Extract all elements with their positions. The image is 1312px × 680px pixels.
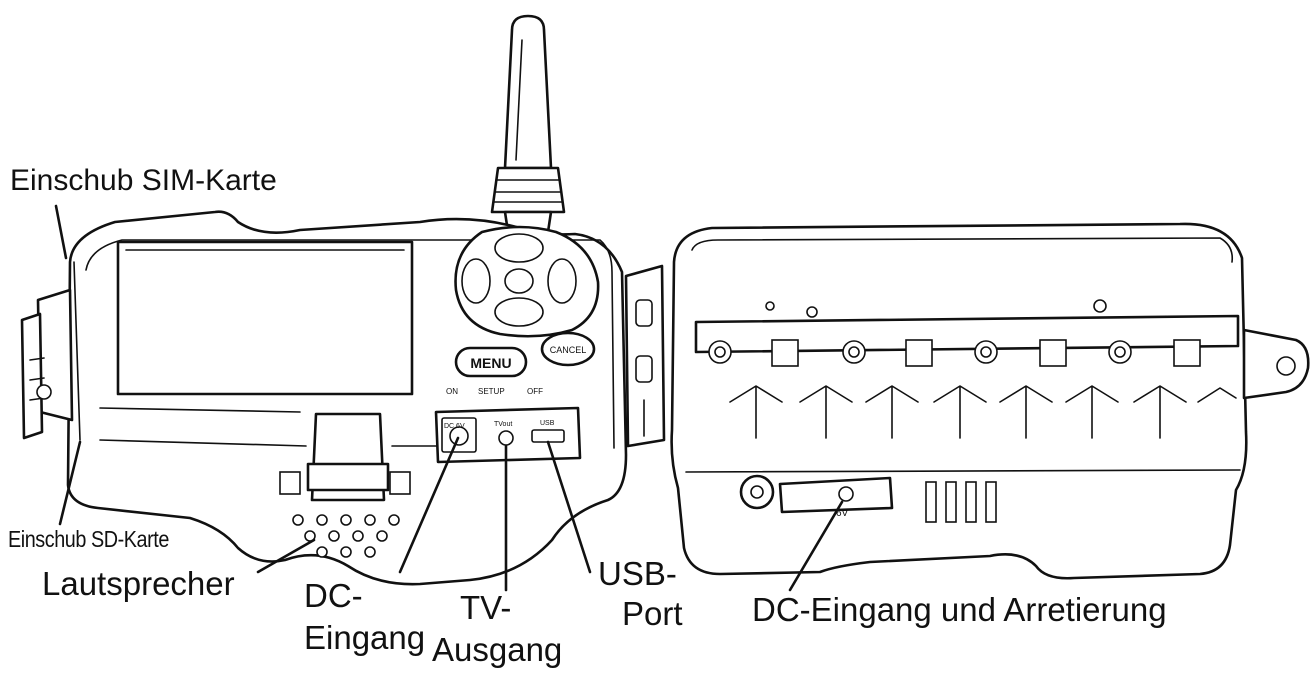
menu-button-mark: MENU bbox=[470, 355, 511, 371]
label-tv-output-line1: TV- bbox=[460, 589, 512, 626]
cancel-button-mark: CANCEL bbox=[550, 345, 587, 355]
switch-setup-mark: SETUP bbox=[478, 387, 505, 396]
port-tv-mark: TVout bbox=[494, 421, 512, 428]
label-dc-input-line2: Eingang bbox=[304, 619, 426, 656]
leader-usb bbox=[546, 440, 592, 574]
label-speaker: Lautsprecher bbox=[42, 565, 235, 602]
switch-on-mark: ON bbox=[446, 387, 458, 396]
label-sd-slot: Einschub SD-Karte bbox=[8, 526, 169, 552]
label-sim-slot: Einschub SIM-Karte bbox=[10, 164, 277, 197]
camera-front-unit: CANCEL MENU ON SETUP OFF DC 6V TVout USB bbox=[20, 210, 628, 586]
speaker-grille bbox=[292, 514, 400, 558]
camera-back-unit: 6V bbox=[670, 222, 1310, 580]
label-usb-port-line1: USB- bbox=[598, 555, 677, 592]
leader-lines bbox=[54, 204, 844, 592]
port-usb-mark: USB bbox=[540, 420, 555, 427]
label-dc-input-lock: DC-Eingang und Arretierung bbox=[752, 591, 1167, 628]
port-dc-mark: DC 6V bbox=[444, 423, 465, 430]
label-dc-input-line1: DC- bbox=[304, 577, 363, 614]
center-hinge bbox=[624, 264, 666, 448]
leader-sd bbox=[58, 440, 82, 526]
leader-dc-lock bbox=[788, 500, 844, 592]
leader-dc bbox=[398, 436, 460, 574]
antenna bbox=[490, 14, 566, 234]
voltage-mark: 6V bbox=[836, 508, 849, 519]
battery-contacts bbox=[708, 339, 1201, 367]
battery-direction-arrows bbox=[729, 385, 1237, 439]
label-usb-port-line2: Port bbox=[622, 595, 683, 632]
leader-speaker bbox=[256, 538, 316, 574]
switch-off-mark: OFF bbox=[527, 387, 543, 396]
leader-sim bbox=[54, 204, 68, 260]
label-tv-output-line2: Ausgang bbox=[432, 631, 563, 668]
